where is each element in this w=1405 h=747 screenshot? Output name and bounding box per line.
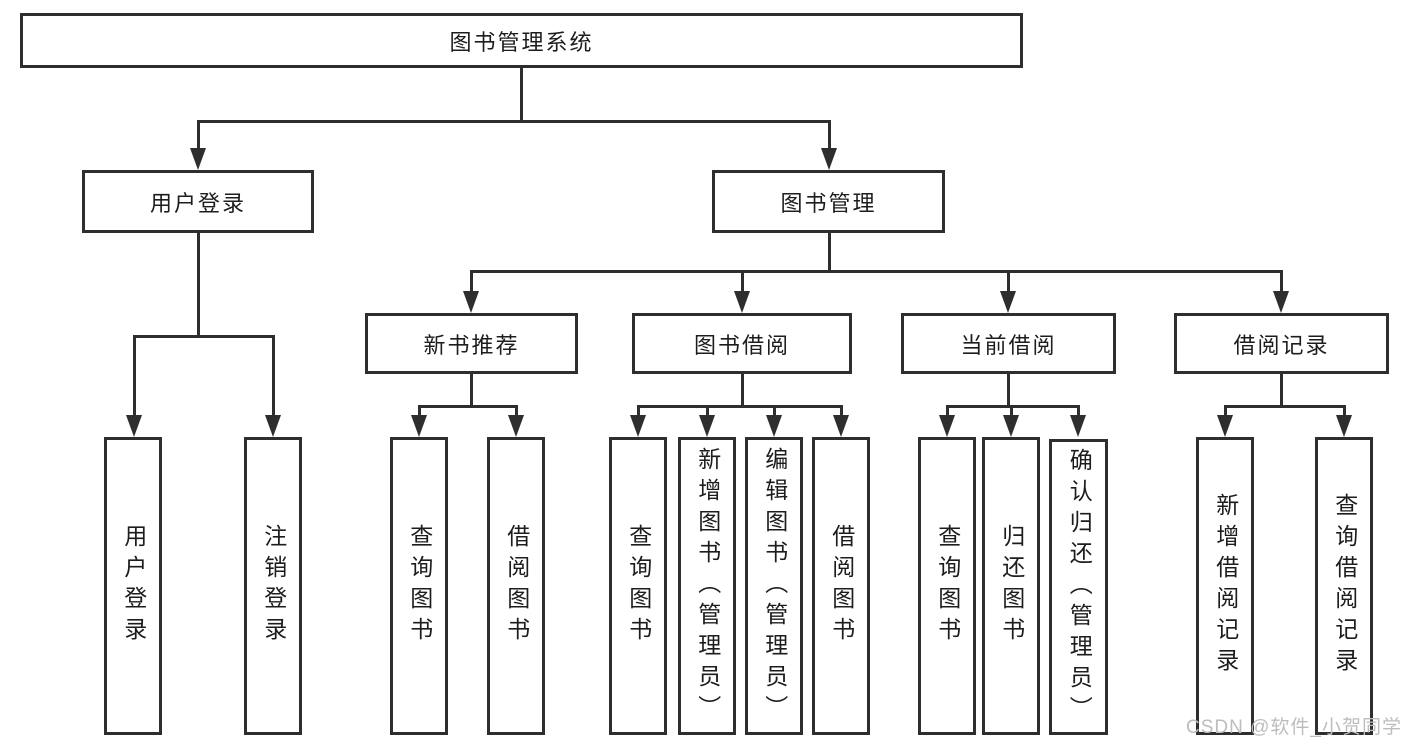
leaf-label: 新增图书（管理员） — [694, 446, 721, 726]
connector-line — [197, 120, 200, 150]
connector-line — [1007, 270, 1010, 292]
arrowhead-icon — [126, 415, 142, 437]
arrowhead-icon — [734, 291, 750, 313]
arrowhead-icon — [190, 148, 206, 170]
leaf-newbook-borrow-books: 借阅图书 — [487, 437, 545, 735]
connector-line — [272, 335, 275, 415]
leaf-label: 查询图书 — [406, 524, 433, 648]
node-new-book-recommend: 新书推荐 — [365, 313, 578, 374]
connector-line — [741, 374, 744, 405]
connector-line — [418, 405, 518, 408]
leaf-label: 编辑图书（管理员） — [761, 446, 788, 726]
leaf-label: 借阅图书 — [828, 524, 855, 648]
connector-line — [1280, 270, 1283, 292]
arrowhead-icon — [1070, 415, 1086, 437]
leaf-logout: 注销登录 — [244, 437, 302, 735]
node-root-system: 图书管理系统 — [20, 13, 1023, 68]
connector-line — [828, 233, 831, 270]
arrowhead-icon — [630, 415, 646, 437]
arrowhead-icon — [699, 415, 715, 437]
connector-line — [1224, 405, 1345, 408]
connector-line — [840, 405, 843, 415]
leaf-label: 注销登录 — [260, 524, 287, 648]
connector-line — [418, 405, 421, 415]
connector-line — [515, 405, 518, 415]
leaf-label: 用户登录 — [120, 524, 147, 648]
leaf-label: 借阅图书 — [503, 524, 530, 648]
leaf-borrow-borrow-books: 借阅图书 — [812, 437, 870, 735]
arrowhead-icon — [1336, 415, 1352, 437]
arrowhead-icon — [411, 415, 427, 437]
connector-line — [1010, 405, 1013, 415]
leaf-current-query-books: 查询图书 — [918, 437, 976, 735]
leaf-label: 查询图书 — [934, 524, 961, 648]
connector-line — [1007, 374, 1010, 405]
connector-line — [741, 270, 744, 292]
arrowhead-icon — [821, 148, 837, 170]
arrowhead-icon — [508, 415, 524, 437]
connector-line — [133, 335, 274, 338]
leaf-label: 查询借阅记录 — [1331, 493, 1358, 679]
arrowhead-icon — [1217, 415, 1233, 437]
leaf-user-login: 用户登录 — [104, 437, 162, 735]
node-user-login: 用户登录 — [82, 170, 314, 233]
leaf-newbook-query-books: 查询图书 — [390, 437, 448, 735]
node-book-borrow: 图书借阅 — [632, 313, 852, 374]
arrowhead-icon — [1003, 415, 1019, 437]
leaf-label: 新增借阅记录 — [1212, 493, 1239, 679]
leaf-label: 查询图书 — [625, 524, 652, 648]
connector-line — [197, 120, 831, 123]
arrowhead-icon — [1000, 291, 1016, 313]
connector-line — [828, 120, 831, 150]
connector-line — [133, 335, 136, 415]
node-borrow-records: 借阅记录 — [1174, 313, 1389, 374]
connector-line — [773, 405, 776, 415]
leaf-current-return-books: 归还图书 — [982, 437, 1040, 735]
leaf-records-add-record: 新增借阅记录 — [1196, 437, 1254, 735]
connector-line — [1077, 405, 1080, 415]
connector-line — [946, 405, 949, 415]
connector-line — [1343, 405, 1346, 415]
leaf-label: 确认归还（管理员） — [1066, 447, 1093, 727]
leaf-label: 归还图书 — [998, 524, 1025, 648]
arrowhead-icon — [463, 291, 479, 313]
connector-line — [637, 405, 843, 408]
leaf-records-query-record: 查询借阅记录 — [1315, 437, 1373, 735]
leaf-borrow-edit-book-admin: 编辑图书（管理员） — [745, 437, 803, 735]
leaf-current-confirm-return-admin: 确认归还（管理员） — [1049, 439, 1108, 735]
arrowhead-icon — [265, 415, 281, 437]
arrowhead-icon — [766, 415, 782, 437]
connector-line — [637, 405, 640, 415]
arrowhead-icon — [1273, 291, 1289, 313]
leaf-borrow-query-books: 查询图书 — [609, 437, 667, 735]
csdn-watermark: CSDN @软件_小贺同学 — [1186, 717, 1402, 738]
arrowhead-icon — [833, 415, 849, 437]
node-book-management: 图书管理 — [712, 170, 945, 233]
connector-line — [197, 233, 200, 335]
connector-line — [470, 270, 1283, 273]
connector-line — [1280, 374, 1283, 405]
leaf-borrow-add-book-admin: 新增图书（管理员） — [678, 437, 736, 735]
connector-line — [1224, 405, 1227, 415]
node-current-borrow: 当前借阅 — [901, 313, 1116, 374]
connector-line — [706, 405, 709, 415]
connector-line — [946, 405, 1080, 408]
connector-line — [470, 374, 473, 405]
connector-line — [520, 68, 523, 120]
connector-line — [470, 270, 473, 292]
arrowhead-icon — [939, 415, 955, 437]
